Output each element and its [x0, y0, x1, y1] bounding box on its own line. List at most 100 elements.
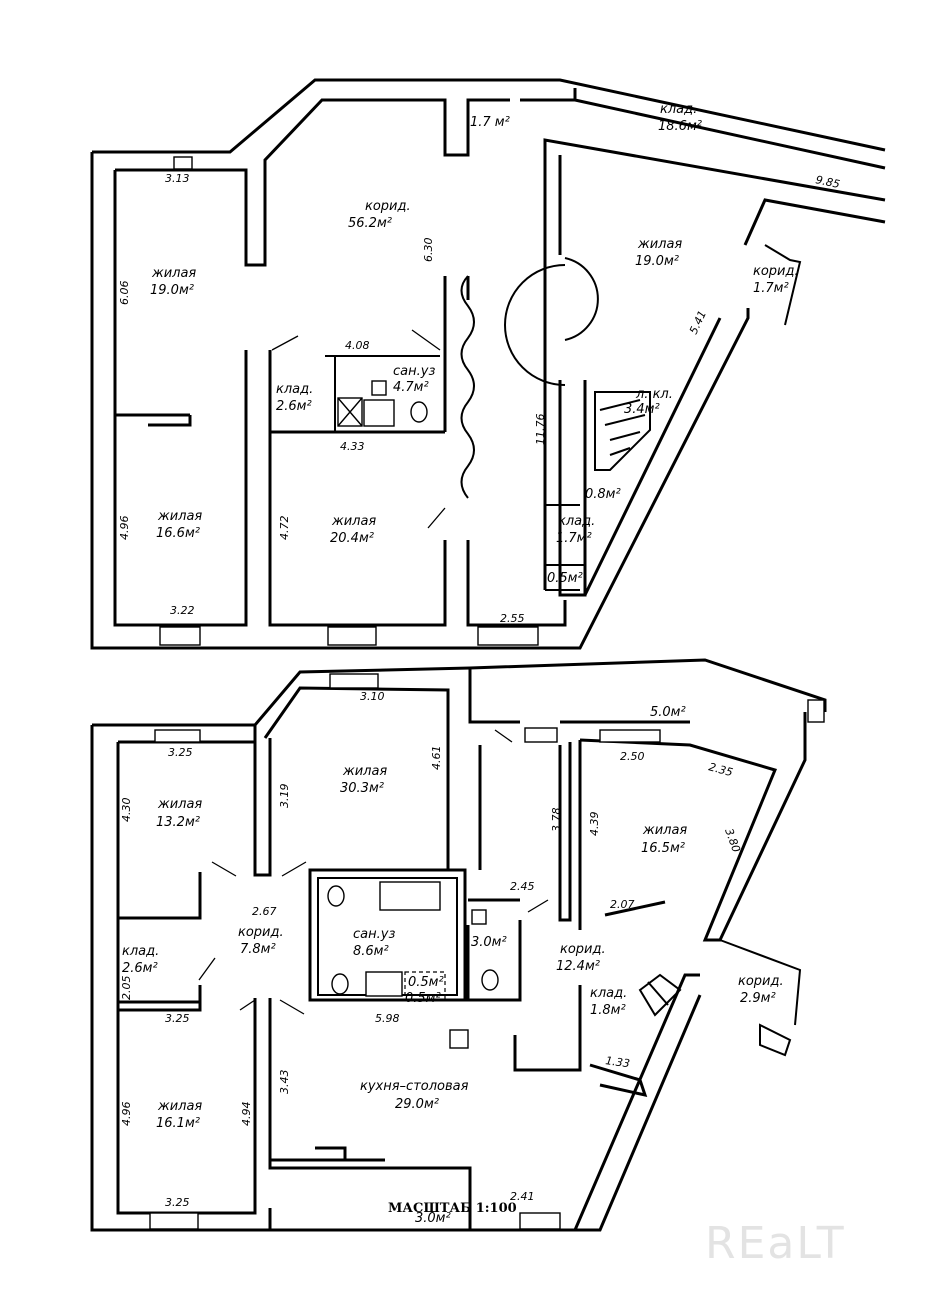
lower-window-4	[599, 729, 661, 743]
l-dim-9: 3.80	[722, 827, 743, 854]
lower-column	[449, 1029, 469, 1049]
lower-sink	[471, 909, 487, 925]
upper-bath-wall	[325, 355, 440, 432]
l-dim-1: 3.25	[168, 746, 193, 759]
l-kitchen-area: 29.0м²	[395, 1097, 439, 1112]
l-dim-14: 3.25	[165, 1012, 190, 1025]
l-closet-bottom-area: 3.0м²	[415, 1211, 451, 1226]
u-bathroom-area: 4.7м²	[393, 380, 429, 395]
l-dim-2: 4.30	[120, 798, 133, 823]
u-living-right-area: 19.0м²	[635, 254, 679, 269]
lower-doors	[198, 729, 549, 1015]
l-living-top-center-name: жилая	[342, 764, 387, 779]
upper-tub	[363, 399, 395, 427]
u-closet-05-area: 0.5м²	[547, 571, 583, 586]
upper-shower-x	[337, 397, 363, 427]
upper-stair-core	[558, 155, 587, 597]
u-stair-area: 3.4м²	[624, 402, 660, 417]
l-dim-6: 2.35	[707, 760, 734, 779]
u-living-left-top-name: жилая	[151, 266, 196, 281]
upper-center-rooms-wall	[268, 276, 447, 627]
l-kitchen-name: кухня–столовая	[360, 1079, 469, 1094]
u-dim-1: 6.06	[118, 281, 131, 306]
l-dim-21: 2.41	[510, 1190, 535, 1203]
l-bathroom-name: сан.уз	[353, 927, 395, 942]
l-dim-16: 1.33	[605, 1054, 631, 1070]
lower-right-corridor	[719, 939, 802, 1057]
l-dim-10: 2.07	[610, 898, 635, 911]
lower-tub	[379, 881, 441, 911]
l-dim-8: 4.39	[588, 812, 601, 837]
l-dim-19: 4.94	[240, 1102, 253, 1127]
u-corridor-small-name: корид.	[753, 264, 799, 279]
u-dim-0: 3.13	[165, 172, 190, 185]
l-corridor-center-area: 12.4м²	[556, 959, 600, 974]
l-corridor-right-area: 2.9м²	[740, 991, 776, 1006]
l-living-top-left-name: жилая	[157, 797, 202, 812]
u-living-center-name: жилая	[331, 514, 376, 529]
u-living-right-name: жилая	[637, 237, 682, 252]
upper-window-3	[327, 626, 377, 646]
upper-window-1	[173, 156, 193, 170]
l-bathroom-area: 8.6м²	[353, 944, 389, 959]
l-living-right-name: жилая	[642, 823, 687, 838]
l-corridor-right-name: корид.	[738, 974, 784, 989]
upper-window-2	[159, 626, 201, 646]
lower-kitchen-walls	[268, 998, 472, 1230]
u-storage-top-area: 18.6м²	[658, 119, 702, 134]
l-living-top-center-area: 30.3м²	[340, 781, 384, 796]
u-dim-10: 5.41	[687, 309, 709, 337]
upper-floor	[90, 78, 886, 650]
watermark-logo: REaLT	[705, 1218, 846, 1269]
l-dim-5: 2.50	[620, 750, 645, 763]
u-dim-9: 11.76	[534, 414, 547, 446]
u-dim-5: 4.08	[345, 339, 370, 352]
l-dim-15: 5.98	[375, 1012, 400, 1025]
lower-inner-top	[118, 668, 690, 870]
l-living-bottom-left-area: 16.1м²	[156, 1116, 200, 1131]
lower-window-2	[329, 673, 379, 689]
lower-right-room	[578, 712, 807, 942]
l-corridor-left-area: 7.8м²	[240, 942, 276, 957]
upper-storage-wall	[520, 88, 886, 170]
upper-corridor-right-wall	[466, 276, 567, 627]
lower-outer-wall	[90, 725, 702, 1232]
u-stair-name: л. кл.	[635, 387, 673, 402]
scale-label: МАСШТАБ 1:100	[388, 1201, 517, 1216]
l-corridor-center-name: корид.	[560, 942, 606, 957]
lower-toilet-1	[327, 885, 345, 907]
u-corridor-main-area: 56.2м²	[348, 216, 392, 231]
u-living-left-bottom-area: 16.6м²	[156, 526, 200, 541]
lower-window-5	[149, 1212, 199, 1230]
l-living-right-area: 16.5м²	[641, 841, 685, 856]
upper-inner-top-wall	[115, 98, 510, 267]
u-dim-2: 4.96	[118, 516, 131, 541]
u-storage-mid-area: 2.6м²	[276, 399, 312, 414]
upper-left-rooms-wall	[113, 170, 248, 627]
upper-floor-labels: корид. 56.2м² 1.7 м² клад. 18.6м² жилая …	[118, 102, 841, 625]
upper-outer-wall	[90, 152, 750, 650]
l-dim-17: 3.43	[278, 1070, 291, 1095]
lower-floor-labels: жилая 13.2м² жилая 30.3м² 5.0м² жилая 16…	[120, 690, 784, 1226]
lower-shower	[365, 971, 403, 997]
upper-small-rooms	[545, 244, 802, 591]
u-living-center-area: 20.4м²	[330, 531, 374, 546]
l-wc-area: 3.0м²	[471, 935, 507, 950]
lower-window-7	[807, 699, 825, 723]
lower-window-1	[154, 729, 201, 743]
l-storage-stair-name: клад.	[590, 986, 627, 1001]
u-corridor-main-name: корид.	[365, 199, 411, 214]
upper-spiral-stair	[594, 391, 651, 471]
l-dim-12: 2.67	[252, 905, 277, 918]
u-storage-top-name: клад.	[660, 102, 697, 117]
l-closet-b-area: 0.5м²	[405, 991, 441, 1006]
lower-center-walls	[466, 742, 648, 1098]
l-living-top-left-area: 13.2м²	[156, 815, 200, 830]
u-bathroom-name: сан.уз	[393, 364, 435, 379]
l-living-bottom-left-name: жилая	[157, 1099, 202, 1114]
l-terrace-area: 5.0м²	[650, 705, 686, 720]
lower-outer-wall-top	[92, 658, 827, 727]
upper-toilet	[410, 401, 428, 423]
upper-sink	[371, 380, 387, 396]
u-storage-top-left-area: 1.7 м²	[470, 115, 510, 130]
